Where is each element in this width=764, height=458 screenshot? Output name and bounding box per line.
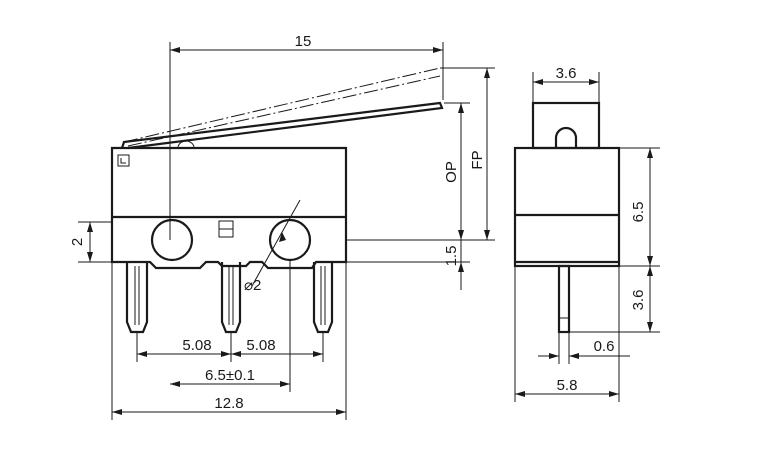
logo-mark (117, 154, 130, 167)
side-plunger-pin (554, 126, 578, 148)
terminal-middle (220, 262, 242, 334)
dim-hole-spacing: 6.5±0.1 (205, 367, 255, 384)
dim-pitch-right: 5.08 (246, 337, 275, 354)
mounting-hole-left (150, 218, 194, 262)
dim-op-label: OP (443, 161, 460, 183)
dim-pin-width: 3.6 (556, 65, 577, 82)
dim-body-length: 12.8 (214, 395, 243, 412)
side-dimensions: 3.6 6.5 3.6 0.6 5.8 (514, 65, 660, 402)
dim-body-height: 6.5 (630, 202, 647, 223)
side-terminal (557, 264, 571, 334)
dim-hole-diameter: ⌀2 (244, 277, 261, 294)
dim-lever-length: 15 (295, 33, 312, 50)
side-view (513, 101, 621, 334)
dim-fp-label: FP (469, 150, 486, 169)
dim-terminal-length: 3.6 (630, 290, 647, 311)
dim-side-width: 5.8 (557, 377, 578, 394)
side-body (513, 146, 621, 268)
mounting-hole-right (268, 218, 312, 262)
lever-arm (120, 101, 444, 150)
lever-free-position (123, 67, 441, 143)
lever-pivot (177, 140, 195, 149)
front-dimensions: 15 OP FP 1.5 2 ⌀2 (69, 33, 495, 420)
side-plunger-block (531, 101, 601, 150)
dim-terminal-thickness: 0.6 (594, 338, 615, 355)
switch-body (110, 146, 348, 270)
dim-hole-height: 1.5 (443, 246, 460, 267)
terminal-right (312, 262, 334, 334)
front-view (110, 67, 444, 334)
dim-pitch-left: 5.08 (182, 337, 211, 354)
dim-hole-offset: 2 (69, 238, 86, 246)
terminal-left (125, 262, 149, 334)
